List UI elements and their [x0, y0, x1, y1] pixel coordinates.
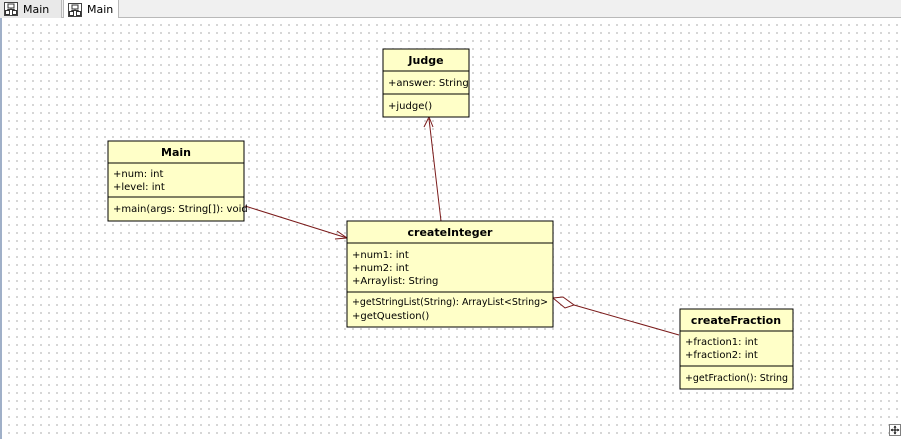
tab-main-1[interactable]: Main — [0, 0, 62, 18]
class-attribute: +fraction1: int — [685, 337, 758, 348]
class-attribute: +answer: String — [388, 78, 469, 89]
class-operation: +judge() — [388, 101, 432, 112]
class-attribute: +num: int — [113, 169, 163, 180]
class-createfraction[interactable]: createFraction +fraction1: int +fraction… — [679, 308, 794, 390]
class-box — [679, 308, 794, 390]
class-box — [107, 140, 245, 222]
class-box — [382, 48, 470, 118]
class-attribute: +Arraylist: String — [352, 276, 438, 287]
class-name: createInteger — [408, 226, 494, 239]
class-attribute: +fraction2: int — [685, 350, 758, 361]
class-main[interactable]: Main +num: int +level: int +main(args: S… — [107, 140, 248, 222]
aggregation-diamond — [551, 296, 576, 309]
class-operation: +main(args: String[]): void — [113, 204, 248, 215]
class-attribute: +level: int — [113, 182, 165, 193]
class-operation: +getQuestion() — [352, 311, 429, 322]
class-operation: +getStringList(String): ArrayList<String… — [352, 297, 548, 308]
class-operation: +getFraction(): String — [685, 373, 788, 384]
aggregation-createfraction-createinteger[interactable] — [573, 304, 680, 336]
association-main-createinteger[interactable] — [244, 205, 348, 239]
class-diagram-icon — [4, 2, 18, 16]
class-name: Judge — [407, 54, 443, 67]
tab-label: Main — [87, 3, 114, 16]
class-diagram-icon — [68, 2, 82, 17]
class-attribute: +num1: int — [352, 250, 409, 261]
tab-main-2[interactable]: Main — [63, 0, 119, 19]
class-attribute: +num2: int — [352, 263, 409, 274]
class-box — [346, 220, 554, 328]
association-createinteger-judge[interactable] — [428, 118, 442, 222]
move-icon[interactable] — [889, 424, 901, 436]
class-name: createFraction — [691, 314, 781, 327]
associations — [244, 115, 680, 336]
class-judge[interactable]: Judge +answer: String +judge() — [382, 48, 470, 118]
arrowhead-judge — [423, 115, 434, 128]
tab-bar: Main Main — [0, 0, 901, 19]
class-name: Main — [161, 146, 191, 159]
class-createinteger[interactable]: createInteger +num1: int +num2: int +Arr… — [346, 220, 554, 328]
tab-label: Main — [23, 2, 50, 16]
